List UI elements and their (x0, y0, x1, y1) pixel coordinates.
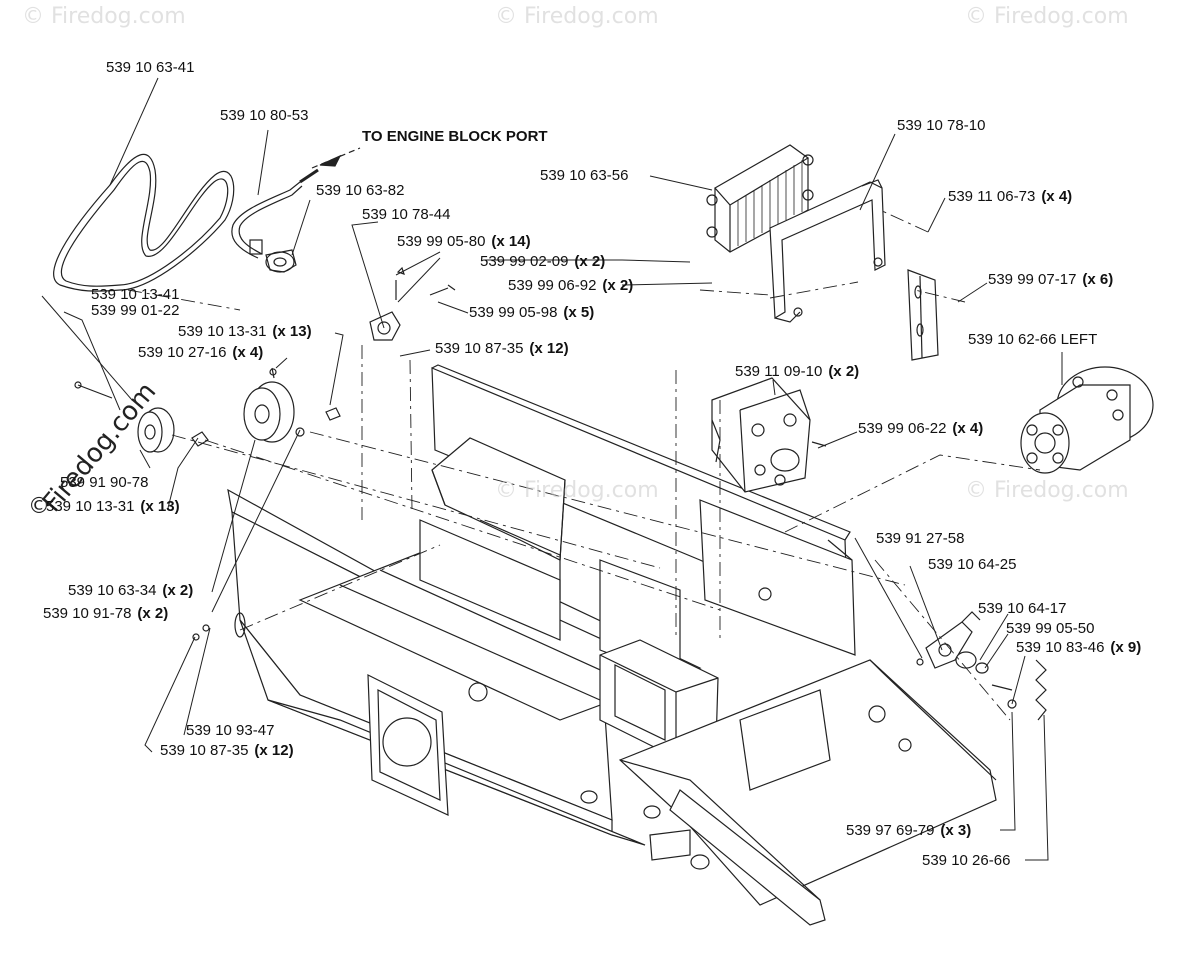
part-label: 539 10 13-31(x 13) (178, 323, 312, 340)
radiator-drawing (706, 144, 814, 253)
part-label: 539 10 64-17 (978, 600, 1067, 617)
part-label: 539 11 06-73(x 4) (948, 188, 1073, 205)
part-label: 539 10 63-56 (540, 167, 629, 184)
hose-drawing (231, 147, 361, 259)
part-label: 539 99 02-09(x 2) (480, 253, 606, 270)
hardware-drawing (191, 407, 341, 641)
part-label: 539 10 63-34(x 2) (68, 582, 194, 599)
leader-lines (41, 77, 1063, 861)
idler-drawing (916, 611, 1047, 721)
watermark-top-left: © Firedog.com (22, 4, 186, 29)
watermark-top-right: © Firedog.com (965, 4, 1129, 29)
part-label: 539 10 91-78(x 2) (43, 605, 169, 622)
watermark-top-center: © Firedog.com (495, 4, 659, 29)
part-label: 539 10 80-53 (220, 107, 309, 124)
part-label: 539 91 90-78 (60, 474, 149, 491)
belt-drawing (53, 153, 235, 292)
part-label: 539 10 62-66 LEFT (968, 331, 1098, 348)
part-label: 539 10 64-25 (928, 556, 1017, 573)
part-label: 539 99 05-98(x 5) (469, 304, 595, 321)
pump-drawing (711, 377, 827, 493)
part-label: 539 99 05-50 (1006, 620, 1095, 637)
part-label: 539 10 13-41 (91, 286, 180, 303)
part-label: 539 91 27-58 (876, 530, 965, 547)
part-label: 539 11 09-10(x 2) (735, 363, 860, 380)
upright-bracket-drawing (907, 269, 939, 361)
part-label: 539 97 69-79(x 3) (846, 822, 972, 839)
part-label: 539 10 13-31(x 13) (46, 498, 180, 515)
part-label: 539 99 06-22(x 4) (858, 420, 984, 437)
part-label: 539 10 87-35(x 12) (435, 340, 569, 357)
watermark-right: © Firedog.com (965, 478, 1129, 503)
pulley-middle-drawing (243, 367, 295, 443)
part-label: 539 10 63-82 (316, 182, 405, 199)
part-label: 539 99 07-17(x 6) (988, 271, 1114, 288)
center-lines (127, 209, 1041, 721)
part-label: 539 99 05-80(x 14) (397, 233, 531, 250)
watermark-center: © Firedog.com (495, 478, 659, 503)
copyright-symbol: © (28, 494, 50, 519)
mount-bracket-drawing (769, 179, 886, 323)
part-label: 539 10 87-35(x 12) (160, 742, 294, 759)
pulley-left-drawing (74, 381, 175, 453)
engine-port-note: TO ENGINE BLOCK PORT (362, 128, 548, 145)
part-label: 539 10 78-10 (897, 117, 986, 134)
motor-drawing (1020, 366, 1154, 474)
bracket-drawing (369, 266, 456, 341)
frame-drawing (227, 364, 997, 926)
part-label: 539 10 27-16(x 4) (138, 344, 264, 361)
part-label: 539 10 83-46(x 9) (1016, 639, 1142, 656)
fitting-drawing (265, 249, 297, 273)
part-label: 539 10 26-66 (922, 852, 1011, 869)
part-label: 539 99 01-22 (91, 302, 180, 319)
part-label: 539 10 93-47 (186, 722, 275, 739)
part-label: 539 10 63-41 (106, 59, 195, 76)
part-label: 539 99 06-92(x 2) (508, 277, 634, 294)
part-label: 539 10 78-44 (362, 206, 451, 223)
